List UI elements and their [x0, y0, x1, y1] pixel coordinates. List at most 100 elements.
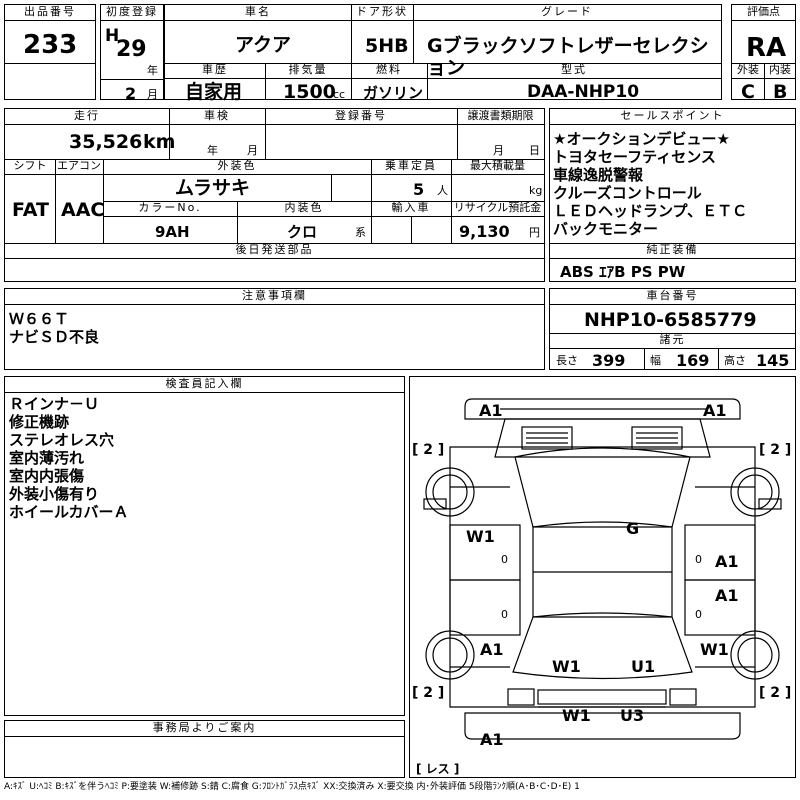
- sales-points-label: セールスポイント: [550, 109, 795, 125]
- right-rear-door-zero: 0: [695, 608, 702, 621]
- damage-right-front-door: A1: [715, 552, 739, 571]
- chassis-block: 車台番号 NHP10-6585779 諸元 長さ 399 幅 169 高さ 14…: [549, 288, 796, 370]
- vehicle-history: 自家用: [185, 81, 243, 103]
- car-diagram: A1 A1 [ 2 ] [ 2 ] G W1 0 0 0 0 A1 A1 A1 …: [409, 376, 796, 778]
- height-label: 高さ: [724, 354, 746, 367]
- shift-label: シフト: [5, 159, 55, 175]
- exterior-label: 外装: [732, 63, 764, 79]
- damage-windshield: G: [626, 519, 640, 538]
- spare-tire-status: [ レス ]: [416, 762, 460, 776]
- max-load-label: 最大積載量: [451, 159, 544, 175]
- lot-number: 233: [23, 30, 78, 60]
- inspector-line-4: 室内薄汚れ: [9, 449, 85, 467]
- import-label: 輸入車: [371, 201, 451, 217]
- left-front-door-zero: 0: [501, 553, 508, 566]
- car-info-block: 車名 ドア形状 グレード アクア 5HB Gブラックソフトレザーセレクション 車…: [164, 4, 722, 103]
- registration-no-label: 登録番号: [265, 109, 457, 125]
- inspector-block: 検査員記入欄 Ｒインナ－Ｕ 修正機跡 ステレオレス穴 室内薄汚れ 室内内張傷 外…: [4, 376, 405, 716]
- interior-label: 内装: [764, 63, 796, 79]
- damage-rear-corner: A1: [480, 730, 504, 749]
- inspector-line-1: Ｒインナ－Ｕ: [9, 395, 100, 413]
- month-unit: 月: [147, 88, 158, 101]
- exterior-score: C: [741, 81, 755, 103]
- mileage-label: 走行: [5, 109, 169, 125]
- model-label: 型式: [427, 63, 721, 79]
- recycle-fee: 9,130: [459, 222, 510, 241]
- load-unit: kg: [529, 184, 543, 197]
- year-unit: 年: [147, 64, 158, 77]
- capacity: 5: [413, 180, 425, 199]
- grade-label: グレード: [413, 5, 721, 21]
- later-parts-label: 後日発送部品: [5, 243, 544, 259]
- recycle-label: リサイクル預託金: [451, 201, 544, 217]
- transfer-month-unit: 月: [493, 144, 504, 157]
- office-notice-block: 事務局よりご案内: [4, 720, 405, 778]
- car-name: アクア: [235, 34, 292, 56]
- interior-score: B: [773, 81, 788, 103]
- history-label: 車歴: [165, 63, 265, 79]
- chassis-label: 車台番号: [550, 289, 795, 305]
- notes-block: 注意事項欄 Ｗ６６Ｔ ナビＳＤ不良: [4, 288, 545, 370]
- sales-point-1: ★オークションデビュー★: [553, 130, 730, 148]
- tire-rear-left: [ 2 ]: [412, 685, 445, 701]
- displacement: 1500: [283, 81, 336, 103]
- mileage: 35,526: [69, 131, 143, 153]
- transfer-day-unit: 日: [529, 144, 540, 157]
- capacity-label: 乗車定員: [371, 159, 451, 175]
- damage-rear-left: W1: [552, 657, 581, 676]
- sales-points-block: セールスポイント ★オークションデビュー★ トヨタセーフティセンス 車線逸脱警報…: [549, 108, 796, 282]
- left-rear-door-zero: 0: [501, 608, 508, 621]
- overall-score: RA: [746, 33, 787, 63]
- door-type: 5HB: [365, 35, 409, 57]
- standard-equip: ABS ｴｱB PS PW: [560, 263, 686, 281]
- transfer-deadline-label: 譲渡書類期限: [457, 109, 544, 125]
- note-line-2: ナビＳＤ不良: [9, 328, 100, 346]
- inspection-month-unit: 月: [247, 144, 258, 157]
- sales-point-3: 車線逸脱警報: [553, 166, 644, 184]
- right-front-door-zero: 0: [695, 553, 702, 566]
- recycle-unit: 円: [529, 226, 540, 239]
- sales-point-4: クルーズコントロール: [553, 184, 702, 202]
- damage-rear-bumper-right: U3: [620, 706, 645, 725]
- inspector-label: 検査員記入欄: [5, 377, 404, 393]
- car-outline: [423, 398, 782, 740]
- length-label: 長さ: [556, 354, 578, 367]
- sales-point-6: バックモニター: [553, 220, 659, 238]
- aircon-type: AAC: [61, 199, 105, 221]
- color-no-label: カラーNo.: [103, 201, 237, 217]
- sales-point-5: ＬＥＤヘッドランプ、ＥＴＣ: [553, 202, 748, 220]
- era: H: [105, 26, 120, 46]
- first-registration-cell: 初度登録 H 29 年 2 月: [100, 4, 164, 103]
- grade: Gブラックソフトレザーセレクション: [427, 35, 709, 79]
- width-label: 幅: [650, 354, 661, 367]
- damage-left-front-door: W1: [466, 527, 495, 546]
- color-number: 9AH: [155, 223, 190, 241]
- sales-point-2: トヨタセーフティセンス: [553, 148, 716, 166]
- shift-type: FAT: [12, 199, 49, 221]
- chassis-number: NHP10-6585779: [584, 309, 757, 331]
- interior-color: クロ: [287, 223, 318, 241]
- car-name-label: 車名: [165, 5, 351, 21]
- tire-front-right: [ 2 ]: [759, 442, 792, 458]
- damage-rear-bumper-left: W1: [562, 706, 591, 725]
- fuel-label: 燃料: [351, 63, 427, 79]
- exterior-color: ムラサキ: [175, 177, 251, 199]
- aircon-label: エアコン: [55, 159, 103, 175]
- exterior-color-label: 外装色: [103, 159, 371, 175]
- dims-label: 諸元: [550, 333, 795, 349]
- inspection-label: 車検: [169, 109, 265, 125]
- width: 169: [676, 351, 710, 370]
- door-label: ドア形状: [351, 5, 413, 21]
- tire-front-left: [ 2 ]: [412, 442, 445, 458]
- damage-rear-right: U1: [631, 657, 656, 676]
- note-line-1: Ｗ６６Ｔ: [9, 310, 70, 328]
- damage-front-left: A1: [479, 401, 503, 420]
- mileage-unit: km: [143, 131, 176, 153]
- inspector-line-5: 室内内張傷: [9, 467, 85, 485]
- height: 145: [756, 351, 790, 370]
- inspector-line-2: 修正機跡: [9, 413, 70, 431]
- score-block: 評価点 RA 外装 内装 C B: [731, 4, 796, 103]
- inspection-year-unit: 年: [207, 144, 218, 157]
- standard-equip-label: 純正装備: [550, 243, 795, 259]
- damage-right-rear-door: A1: [715, 586, 739, 605]
